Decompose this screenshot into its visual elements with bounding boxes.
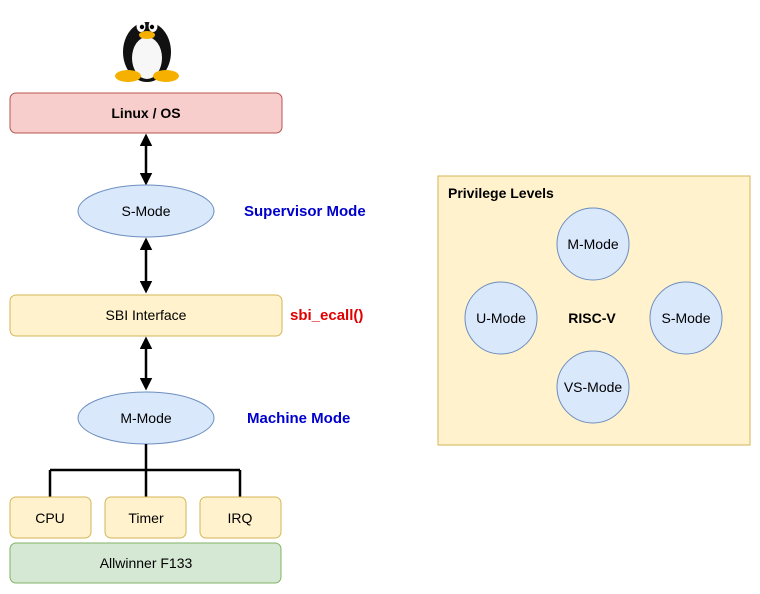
risc-v-label: RISC-V [568,310,616,326]
s-mode-node [77,184,215,238]
s-mode-label: S-Mode [121,203,170,219]
hardware-connector [48,444,242,497]
privilege-m-mode [556,207,630,281]
sbi-box [9,294,283,337]
privilege-u-mode [464,281,538,355]
cpu-box [9,496,92,539]
m-mode-label: M-Mode [120,410,172,426]
tux-penguin-icon [115,20,179,82]
machine-mode-caption: Machine Mode [247,410,350,427]
irq-box [199,496,282,539]
soc-box [9,542,282,584]
os-box [9,92,283,134]
privilege-vs-mode [556,350,630,424]
os-label: Linux / OS [111,105,180,121]
privilege-m-mode-label: M-Mode [567,236,619,252]
privilege-vs-mode-label: VS-Mode [564,379,623,395]
sbi-label: SBI Interface [106,307,187,323]
soc-label: Allwinner F133 [100,555,193,571]
privilege-levels-title: Privilege Levels [448,185,554,201]
timer-label: Timer [128,510,164,526]
privilege-u-mode-label: U-Mode [476,310,526,326]
privilege-s-mode [649,281,723,355]
irq-label: IRQ [228,510,253,526]
sbi-ecall-caption: sbi_ecall() [290,307,363,324]
supervisor-mode-caption: Supervisor Mode [244,203,366,220]
timer-box [104,496,187,539]
privilege-s-mode-label: S-Mode [661,310,710,326]
cpu-label: CPU [35,510,65,526]
